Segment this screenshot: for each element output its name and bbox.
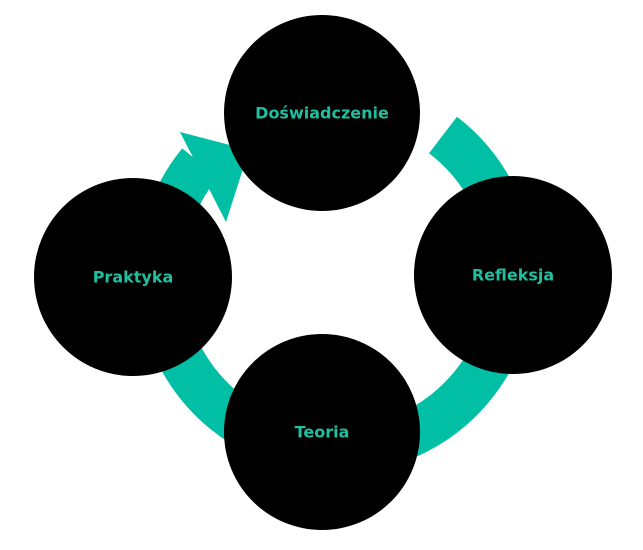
node-bottom: Teoria	[224, 334, 420, 530]
node-left: Praktyka	[34, 178, 232, 376]
node-left-label: Praktyka	[93, 268, 174, 287]
node-left-circle	[34, 178, 232, 376]
node-bottom-circle	[224, 334, 420, 530]
node-right: Refleksja	[414, 176, 612, 374]
node-right-circle	[414, 176, 612, 374]
node-right-label: Refleksja	[472, 266, 554, 285]
node-top-label: Doświadczenie	[255, 104, 389, 123]
node-top: Doświadczenie	[224, 15, 420, 211]
node-bottom-label: Teoria	[295, 423, 350, 442]
node-top-circle	[224, 15, 420, 211]
cycle-arrowhead	[180, 132, 249, 222]
